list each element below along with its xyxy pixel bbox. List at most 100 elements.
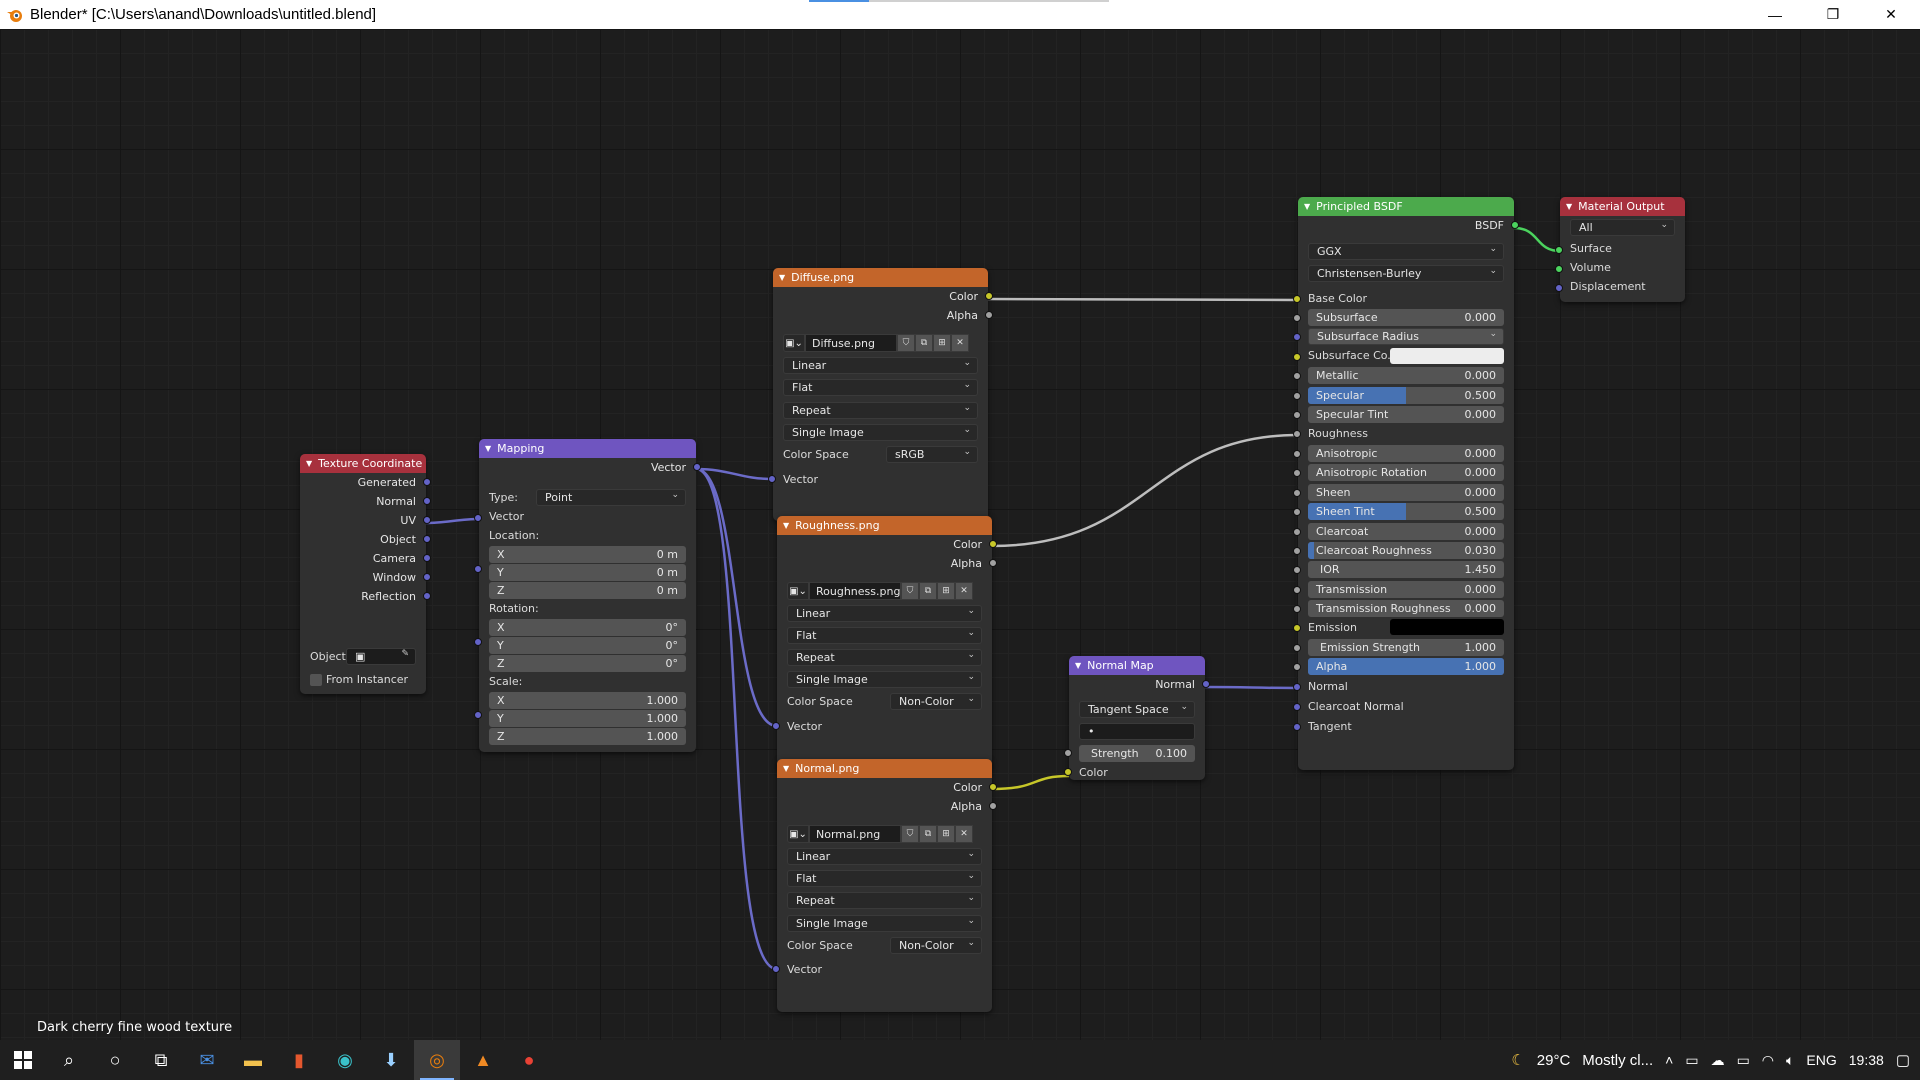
emission-strength-socket[interactable] xyxy=(1293,644,1301,652)
alpha-socket[interactable] xyxy=(1293,663,1301,671)
image-name[interactable]: Roughness.png xyxy=(809,582,901,600)
emission-color-swatch[interactable] xyxy=(1390,619,1504,635)
socket-dot[interactable] xyxy=(1202,680,1210,688)
node-header[interactable]: ▼Material Output xyxy=(1560,197,1685,216)
fake-user-icon[interactable]: ⛉ xyxy=(901,825,919,843)
vector-in-socket[interactable] xyxy=(474,514,482,522)
subsurface-radius-dropdown[interactable]: Subsurface Radius⌄ xyxy=(1308,328,1504,345)
wifi-icon[interactable]: ◠ xyxy=(1761,1051,1775,1068)
extension-dropdown[interactable]: Repeat⌄ xyxy=(787,892,982,909)
from-instancer-checkbox[interactable] xyxy=(310,674,322,686)
strength-socket[interactable] xyxy=(1064,749,1072,757)
socket-dot[interactable] xyxy=(423,516,431,524)
normal-map-node[interactable]: ▼Normal Map Normal Tangent Space⌄ • Stre… xyxy=(1064,656,1210,780)
color-in-socket[interactable] xyxy=(1064,768,1072,776)
specular-socket[interactable] xyxy=(1293,392,1301,400)
office-app[interactable]: ▮ xyxy=(276,1040,322,1080)
interpolation-dropdown[interactable]: Linear⌄ xyxy=(783,357,978,374)
blender-app[interactable]: ◎ xyxy=(414,1040,460,1080)
battery-icon[interactable]: ▭ xyxy=(1736,1051,1750,1068)
eyedropper-icon[interactable]: ✎ xyxy=(401,649,409,659)
collapse-icon[interactable]: ▼ xyxy=(783,521,790,530)
image-icon[interactable]: ▣⌄ xyxy=(783,334,805,352)
onedrive-icon[interactable]: ☁ xyxy=(1710,1051,1725,1068)
node-header[interactable]: ▼Roughness.png xyxy=(777,516,992,535)
normal-socket[interactable] xyxy=(1293,683,1301,691)
distribution-dropdown[interactable]: GGX⌄ xyxy=(1308,243,1504,260)
subsurface-color-swatch[interactable] xyxy=(1390,348,1504,364)
socket-dot[interactable] xyxy=(423,592,431,600)
language[interactable]: ENG xyxy=(1806,1052,1837,1068)
socket-dot[interactable] xyxy=(423,497,431,505)
projection-dropdown[interactable]: Flat⌄ xyxy=(783,379,978,396)
colorspace-dropdown[interactable]: sRGB⌄ xyxy=(886,446,978,463)
minimize-button[interactable]: — xyxy=(1768,6,1782,23)
collapse-icon[interactable]: ▼ xyxy=(1075,661,1082,670)
projection-dropdown[interactable]: Flat⌄ xyxy=(787,870,982,887)
clearcoat-normal-socket[interactable] xyxy=(1293,703,1301,711)
projection-dropdown[interactable]: Flat⌄ xyxy=(787,627,982,644)
normal-image-node[interactable]: ▼Normal.png Color Alpha ▣⌄ Normal.png ⛉ … xyxy=(772,759,997,1012)
scale-socket[interactable] xyxy=(474,711,482,719)
tangent-socket[interactable] xyxy=(1293,723,1301,731)
open-image-icon[interactable]: ⊞ xyxy=(933,334,951,352)
node-editor-canvas[interactable]: ▼Texture Coordinate Generated Normal UV … xyxy=(0,29,1920,1040)
material-output-node[interactable]: ▼Material Output All⌄ Surface Volume Dis… xyxy=(1555,197,1685,302)
vector-in-socket[interactable] xyxy=(772,965,780,973)
socket-dot[interactable] xyxy=(1511,221,1519,229)
socket-dot[interactable] xyxy=(989,802,997,810)
surface-socket[interactable] xyxy=(1555,246,1563,254)
object-picker[interactable]: ▣✎ xyxy=(346,648,416,665)
cortana-button[interactable]: ○ xyxy=(92,1040,138,1080)
transmission-roughness-socket[interactable] xyxy=(1293,605,1301,613)
source-dropdown[interactable]: Single Image⌄ xyxy=(787,915,982,932)
socket-dot[interactable] xyxy=(423,573,431,581)
clock[interactable]: 19:38 xyxy=(1848,1052,1884,1068)
start-button[interactable] xyxy=(0,1040,46,1080)
collapse-icon[interactable]: ▼ xyxy=(783,764,790,773)
maximize-button[interactable]: ❐ xyxy=(1826,6,1840,22)
displacement-socket[interactable] xyxy=(1555,284,1563,292)
socket-dot[interactable] xyxy=(423,478,431,486)
subsurface-color-socket[interactable] xyxy=(1293,353,1301,361)
image-icon[interactable]: ▣⌄ xyxy=(787,582,809,600)
chrome-app[interactable]: ● xyxy=(506,1040,552,1080)
extension-dropdown[interactable]: Repeat⌄ xyxy=(787,649,982,666)
weather-icon[interactable]: ☾ xyxy=(1511,1052,1525,1069)
ior-socket[interactable] xyxy=(1293,566,1301,574)
vlc-app[interactable]: ▲ xyxy=(460,1040,506,1080)
close-button[interactable]: ✕ xyxy=(1885,6,1897,22)
source-dropdown[interactable]: Single Image⌄ xyxy=(783,424,978,441)
vector-in-socket[interactable] xyxy=(768,475,776,483)
duplicate-icon[interactable]: ⧉ xyxy=(919,825,937,843)
temperature[interactable]: 29°C xyxy=(1536,1051,1571,1069)
socket-dot[interactable] xyxy=(989,783,997,791)
socket-dot[interactable] xyxy=(989,559,997,567)
subsurface-radius-socket[interactable] xyxy=(1293,333,1301,341)
source-dropdown[interactable]: Single Image⌄ xyxy=(787,671,982,688)
volume-socket[interactable] xyxy=(1555,265,1563,273)
rotation-socket[interactable] xyxy=(474,638,482,646)
mapping-node[interactable]: ▼Mapping Vector Type: Point⌄ Vector Loca… xyxy=(474,439,701,752)
metallic-socket[interactable] xyxy=(1293,372,1301,380)
search-button[interactable]: ⌕ xyxy=(46,1040,92,1080)
weather-text[interactable]: Mostly cl... xyxy=(1582,1051,1654,1069)
colorspace-dropdown[interactable]: Non-Color⌄ xyxy=(890,937,982,954)
fake-user-icon[interactable]: ⛉ xyxy=(901,582,919,600)
uvmap-field[interactable]: • xyxy=(1079,723,1195,740)
principled-bsdf-node[interactable]: ▼Principled BSDF BSDF GGX⌄ Christensen-B… xyxy=(1293,197,1519,770)
